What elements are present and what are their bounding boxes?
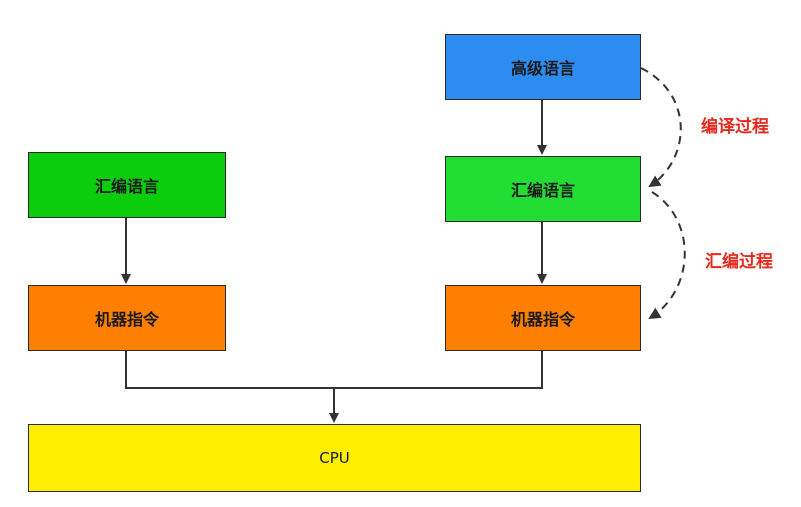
dashed-arrow-assemble [648,191,686,320]
dashed-arrow-compile [640,67,682,188]
right-assembly-label: 汇编语言 [510,181,575,200]
connector-right-machine-to-cpu [334,351,543,389]
compile-process-label: 编译过程 [701,117,769,137]
assemble-process-label: 汇编过程 [705,252,773,272]
right-assembly-node: 汇编语言 [445,156,641,222]
right-machine-node: 机器指令 [445,285,641,351]
left-machine-node: 机器指令 [28,285,226,351]
right-high-level-node: 高级语言 [445,34,641,100]
cpu-node: CPU [28,424,641,492]
left-assembly-node: 汇编语言 [28,152,226,218]
left-machine-label: 机器指令 [94,310,159,329]
right-high-level-label: 高级语言 [510,59,575,78]
right-machine-label: 机器指令 [510,310,575,329]
cpu-label: CPU [319,449,350,467]
connector-left-machine-to-cpu [125,351,334,389]
left-assembly-label: 汇编语言 [94,177,159,196]
